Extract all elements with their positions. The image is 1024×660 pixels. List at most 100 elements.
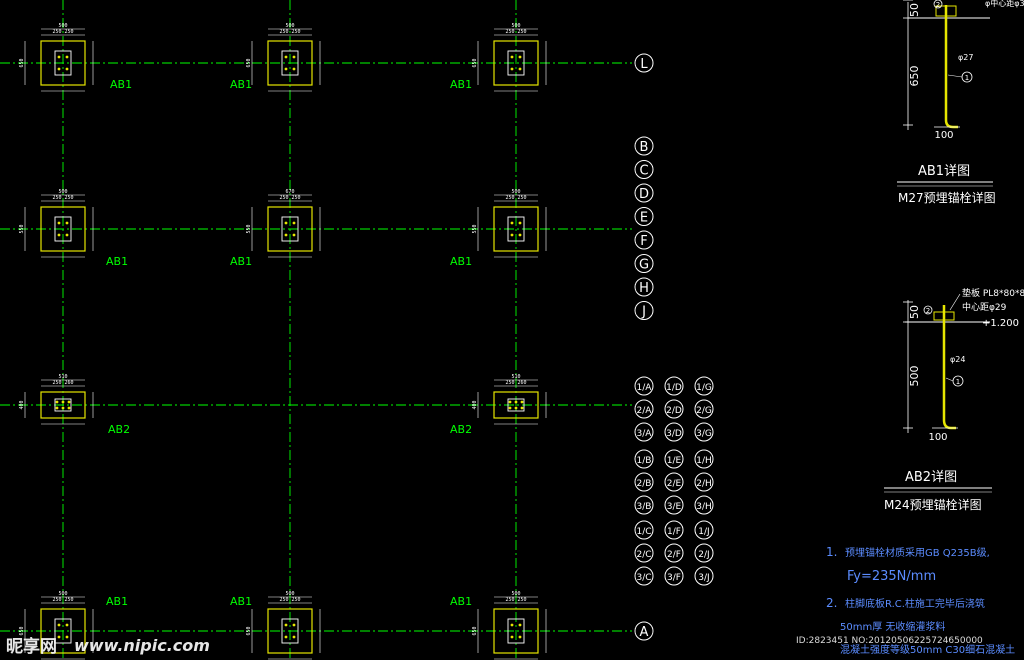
anchor-bolt	[61, 406, 65, 410]
axis-label: 1/C	[636, 527, 651, 537]
axis-group-bubble: 2/F	[664, 543, 684, 563]
detail-subtitle: M27预埋锚栓详图	[898, 190, 996, 205]
bar-label: φ24	[950, 355, 965, 364]
anchor-bolt	[284, 221, 288, 225]
anchor-bolt	[57, 233, 61, 237]
elevation: +1.200	[982, 318, 1019, 329]
axis-group-bubble: 1/G	[694, 376, 714, 396]
anchor-bolt	[57, 67, 61, 71]
axis-label: F	[640, 234, 647, 249]
axis-bubble-circle	[664, 520, 684, 540]
axis-bubble-circle	[634, 376, 654, 396]
plate-label: AB1	[230, 78, 252, 91]
axis-group-bubble: 3/B	[634, 495, 654, 515]
detail-title: AB2详图	[905, 470, 957, 485]
plate-outline	[493, 206, 539, 252]
axis-bubble: J	[634, 301, 654, 320]
anchor-bolt	[55, 400, 59, 404]
anchor-bolt	[65, 635, 69, 639]
plate-outline	[40, 608, 86, 654]
axis-group-bubble: 3/J	[694, 566, 714, 586]
axis-label: 2/B	[637, 479, 652, 489]
axis-label: 1/D	[666, 383, 682, 393]
anchor-bolt	[284, 233, 288, 237]
anchor-bolt	[57, 221, 61, 225]
axis-group-bubble: 1/H	[694, 449, 714, 469]
dim-top: 50	[908, 305, 921, 319]
anchor-bolt	[518, 233, 522, 237]
axis-bubble-circle	[634, 566, 654, 586]
axis-bubble-A: A	[634, 621, 654, 641]
anchor-bolt	[514, 406, 518, 410]
axis-label: 1/A	[637, 383, 653, 393]
axis-bubble-circle	[694, 472, 714, 492]
axis-label: D	[639, 187, 649, 202]
axis-group-bubble: 3/A	[634, 422, 654, 442]
plate-dim-sub: 250 250	[52, 597, 73, 603]
anchor-bolt	[57, 55, 61, 59]
plate-dim-side: 650	[246, 58, 252, 67]
plate-dim-top: 500	[285, 23, 294, 29]
axis-bubble-circle	[694, 495, 714, 515]
general-notes: 1. 预埋锚栓材质采用GB Q235B级, Fy=235N/mm 2. 柱脚底板…	[826, 545, 1015, 656]
axis-group-bubble: 3/C	[634, 566, 654, 586]
axis-label: 3/C	[636, 573, 651, 583]
detail-title: AB1详图	[918, 164, 970, 179]
anchor-bolt	[284, 67, 288, 71]
anchor-bolt	[292, 55, 296, 59]
anchor-bolt	[292, 635, 296, 639]
axis-label: A	[640, 625, 649, 640]
anchor-bolt	[284, 55, 288, 59]
plate-outline	[40, 206, 86, 252]
axis-label: 1/F	[667, 527, 681, 537]
plate-dim-side: 650	[472, 626, 478, 635]
plate-dim-top: 500	[511, 23, 520, 29]
callout-1: 1	[956, 378, 960, 386]
axis-bubble-circle	[634, 160, 654, 179]
axis-bubble: B	[634, 136, 654, 156]
watermark: 昵享网 www.nipic.com ID:2823451 NO:20120506…	[6, 636, 983, 657]
plate-outline	[493, 391, 539, 419]
detail-ab1: 2 50 650 100 φ27 φ中心距φ36 1 AB1详图 M27预埋锚栓…	[897, 0, 1024, 205]
axis-label: 3/J	[698, 573, 709, 583]
axis-bubble-L: L	[634, 53, 654, 73]
anchor-bolt	[284, 623, 288, 627]
axis-group-bubble: 2/B	[634, 472, 654, 492]
axis-group-bubble: 3/D	[664, 422, 684, 442]
column-outline	[507, 50, 525, 76]
anchor-bolt	[67, 400, 71, 404]
anchor-bolt	[510, 221, 514, 225]
plate-dim-sub: 250 260	[505, 380, 526, 386]
column-outline	[54, 618, 72, 644]
plate-label: AB2	[450, 423, 472, 436]
hole-note: 中心距φ29	[962, 301, 1007, 313]
axis-label: 2/E	[667, 479, 682, 489]
plate-label: AB1	[106, 255, 128, 268]
axis-bubble-circle	[634, 399, 654, 419]
note-2-text-2: 50mm厚 无收缩灌浆料	[840, 620, 945, 633]
plate-dim-sub: 250 250	[505, 29, 526, 35]
plate-dim-top: 510	[511, 374, 520, 380]
axis-group-bubble: 1/C	[634, 520, 654, 540]
axis-group-bubble: 3/H	[694, 495, 714, 515]
axis-group-bubble: 2/H	[694, 472, 714, 492]
watermark-id: ID:2823451 NO:20120506225724650000	[796, 636, 983, 646]
axis-bubble: E	[634, 207, 654, 226]
plate-label: AB1	[450, 255, 472, 268]
plate-outline	[267, 608, 313, 654]
detail-ab2: 2 垫板 PL8*80*8 中心距φ29 +1.200 50 500 100 φ…	[884, 287, 1024, 512]
anchor-bolt	[510, 635, 514, 639]
dim-top: 50	[908, 3, 921, 17]
axis-group-bubble: 1/F	[664, 520, 684, 540]
axis-bubble-circle	[694, 566, 714, 586]
anchor-bolt	[508, 406, 512, 410]
plate-outline	[267, 206, 313, 252]
column-outline	[507, 398, 525, 412]
axis-group-bubble: 1/J	[694, 520, 714, 540]
column-outline	[54, 398, 72, 412]
note-1-text: 预埋锚栓材质采用GB Q235B级,	[845, 546, 990, 559]
